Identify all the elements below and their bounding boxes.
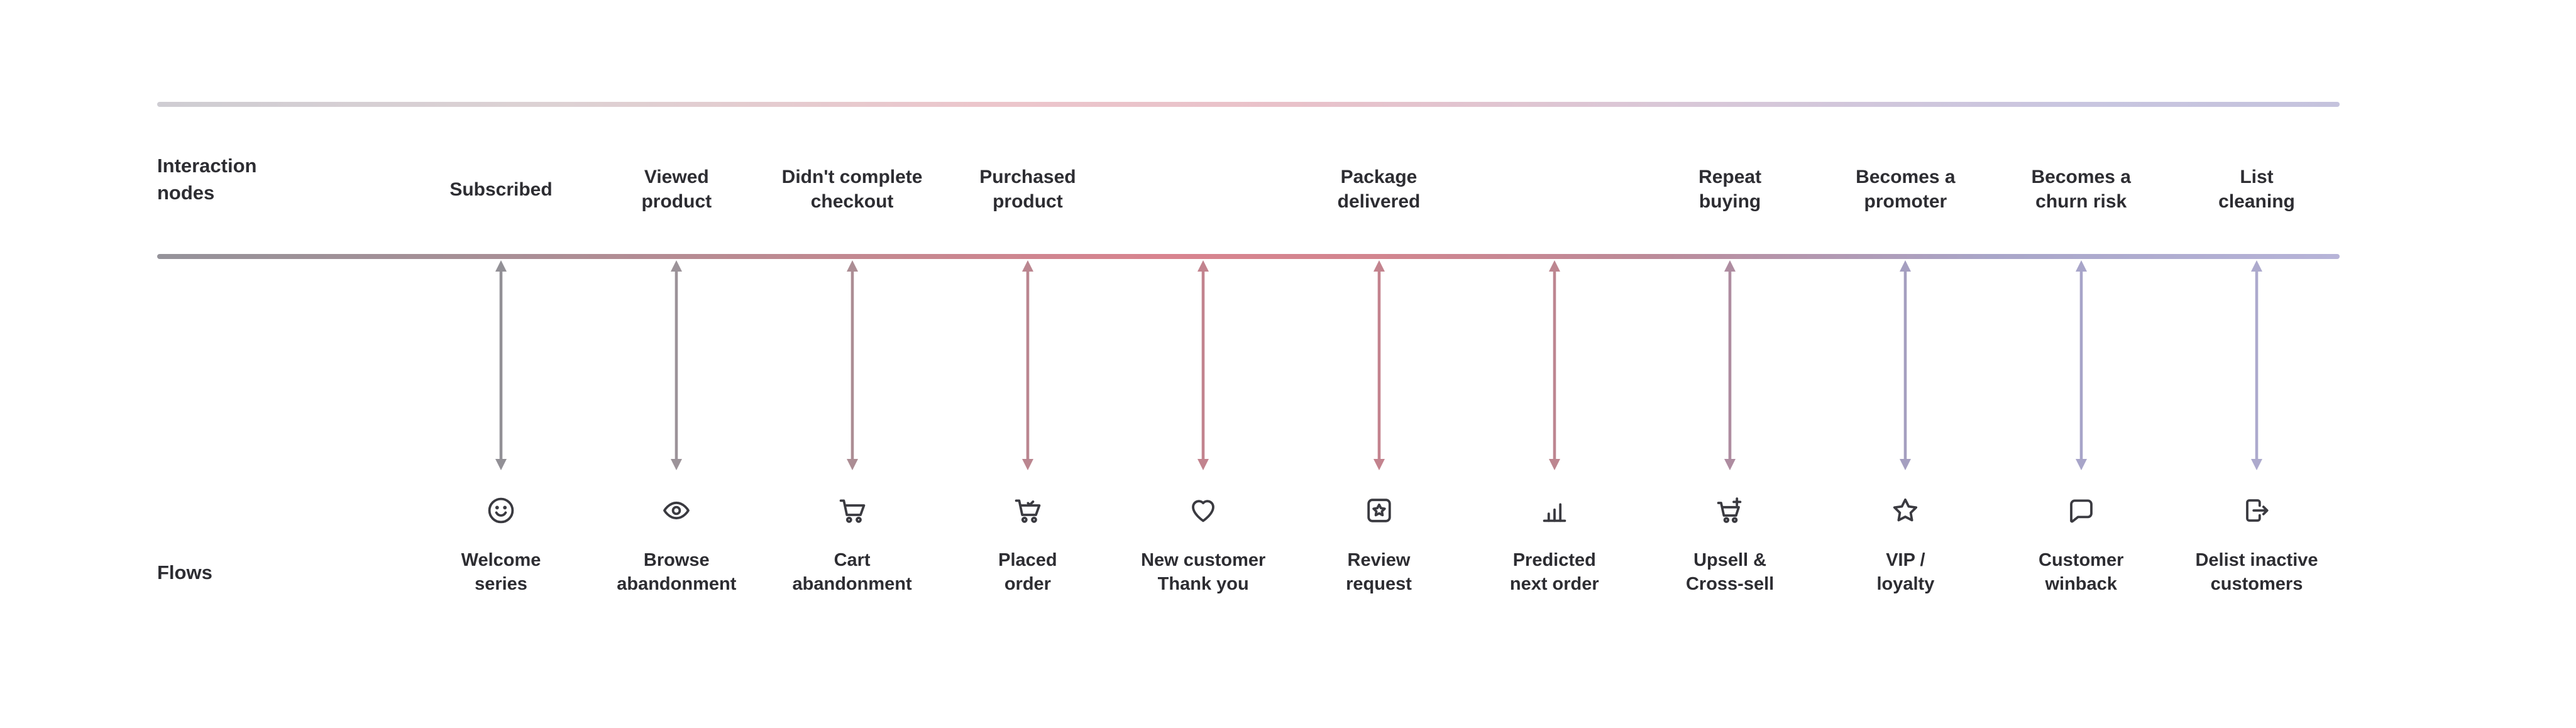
flow-label: Cart abandonment xyxy=(792,550,912,595)
eye-icon xyxy=(661,495,691,526)
bar-chart-icon xyxy=(1539,495,1570,526)
interaction-nodes-header: Interaction nodes xyxy=(157,155,257,204)
order-cart-icon xyxy=(1013,495,1043,526)
flow-label: VIP / loyalty xyxy=(1876,550,1935,595)
flow-label: Placed order xyxy=(998,550,1057,595)
review-card-icon xyxy=(1364,495,1394,526)
cart-icon xyxy=(837,495,867,526)
sign-out-icon xyxy=(2242,495,2272,526)
flow-arrow xyxy=(671,260,683,470)
heart-icon xyxy=(1188,495,1218,526)
journey-column: Didn't complete checkout Cart abandonmen… xyxy=(764,0,940,728)
interaction-node-label: Purchased product xyxy=(979,167,1076,212)
flow-arrow xyxy=(1724,260,1736,470)
interaction-node-label: Becomes a promoter xyxy=(1856,167,1956,212)
journey-column: Becomes a promoter VIP / loyalty xyxy=(1817,0,1993,728)
flow-label: Welcome series xyxy=(461,550,541,595)
interaction-node-label: Package delivered xyxy=(1337,167,1421,212)
flow-label: Review request xyxy=(1346,550,1412,595)
flow-label: Delist inactive customers xyxy=(2195,550,2318,595)
flow-arrow xyxy=(1548,260,1560,470)
flow-arrow xyxy=(846,260,858,470)
flow-arrow xyxy=(495,260,507,470)
interaction-timeline xyxy=(157,254,2340,259)
interaction-node-label: Viewed product xyxy=(641,167,712,212)
flow-arrow xyxy=(1900,260,1912,470)
flow-label: Browse abandonment xyxy=(617,550,737,595)
journey-column: Purchased product Placed order xyxy=(940,0,1116,728)
flow-label: Predicted next order xyxy=(1509,550,1599,595)
journey-column: Repeat buying Upsell & Cross-sell xyxy=(1642,0,1818,728)
interaction-node-label: Subscribed xyxy=(449,179,553,200)
flow-arrow xyxy=(2251,260,2262,470)
flow-label: Customer winback xyxy=(2039,550,2124,595)
flow-label: New customer Thank you xyxy=(1141,550,1266,595)
journey-column: Subscribed Welcome series xyxy=(413,0,589,728)
interaction-node-label: Repeat buying xyxy=(1698,167,1762,212)
flows-header: Flows xyxy=(157,561,212,583)
interaction-node-label: Didn't complete checkout xyxy=(781,167,923,212)
star-icon xyxy=(1890,495,1920,526)
journey-column: Package delivered Review request xyxy=(1291,0,1467,728)
upsell-cart-icon xyxy=(1715,495,1745,526)
flow-arrow xyxy=(1021,260,1033,470)
journey-column: New customer Thank you xyxy=(1115,0,1291,728)
flow-arrow xyxy=(1373,260,1385,470)
chat-bubble-icon xyxy=(2066,495,2096,526)
smiley-face-icon xyxy=(486,495,516,526)
journey-column: Viewed product Browse abandonment xyxy=(588,0,764,728)
journey-column: Predicted next order xyxy=(1467,0,1643,728)
flow-label: Upsell & Cross-sell xyxy=(1685,550,1775,595)
interaction-node-label: Becomes a churn risk xyxy=(2031,167,2131,212)
flow-arrow xyxy=(1197,260,1209,470)
journey-column: List cleaning Delist inactive customers xyxy=(2169,0,2345,728)
interaction-node-label: List cleaning xyxy=(2218,167,2295,212)
journey-column: Becomes a churn risk Customer winback xyxy=(1993,0,2169,728)
flow-arrow xyxy=(2075,260,2087,470)
lifecycle-gradient-line xyxy=(157,102,2340,107)
